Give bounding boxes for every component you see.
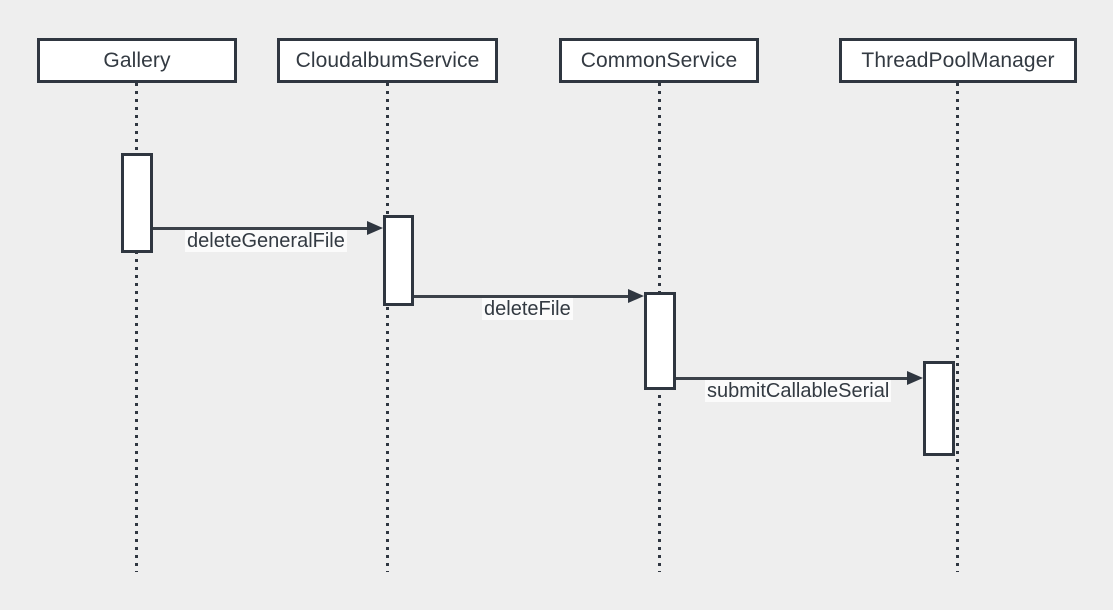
message-arrowhead-icon-msg-1: [367, 221, 383, 235]
participant-label: CommonService: [580, 49, 738, 72]
participant-box-cloudalbumservice[interactable]: CloudalbumService: [277, 38, 498, 83]
participant-box-threadpoolmanager[interactable]: ThreadPoolManager: [839, 38, 1077, 83]
activation-bar-commonservice[interactable]: [644, 292, 676, 390]
participant-label: Gallery: [103, 49, 171, 72]
lifeline-threadpoolmanager: [956, 83, 959, 572]
message-line-msg-2: [414, 295, 628, 298]
participant-box-gallery[interactable]: Gallery: [37, 38, 237, 83]
message-line-msg-3: [676, 377, 907, 380]
activation-bar-gallery[interactable]: [121, 153, 153, 253]
participant-label: ThreadPoolManager: [861, 49, 1055, 72]
message-line-msg-1: [153, 227, 368, 230]
activation-bar-threadpoolmanager[interactable]: [923, 361, 955, 456]
message-label-msg-1[interactable]: deleteGeneralFile: [185, 230, 347, 252]
lifeline-gallery: [135, 83, 138, 572]
message-arrowhead-icon-msg-3: [907, 371, 923, 385]
message-arrowhead-icon-msg-2: [628, 289, 644, 303]
message-label-msg-3[interactable]: submitCallableSerial: [705, 380, 892, 402]
message-label-msg-2[interactable]: deleteFile: [482, 298, 573, 320]
activation-bar-cloudalbumservice[interactable]: [383, 215, 414, 306]
participant-label: CloudalbumService: [295, 49, 480, 72]
lifeline-cloudalbumservice: [386, 83, 389, 572]
participant-box-commonservice[interactable]: CommonService: [559, 38, 759, 83]
